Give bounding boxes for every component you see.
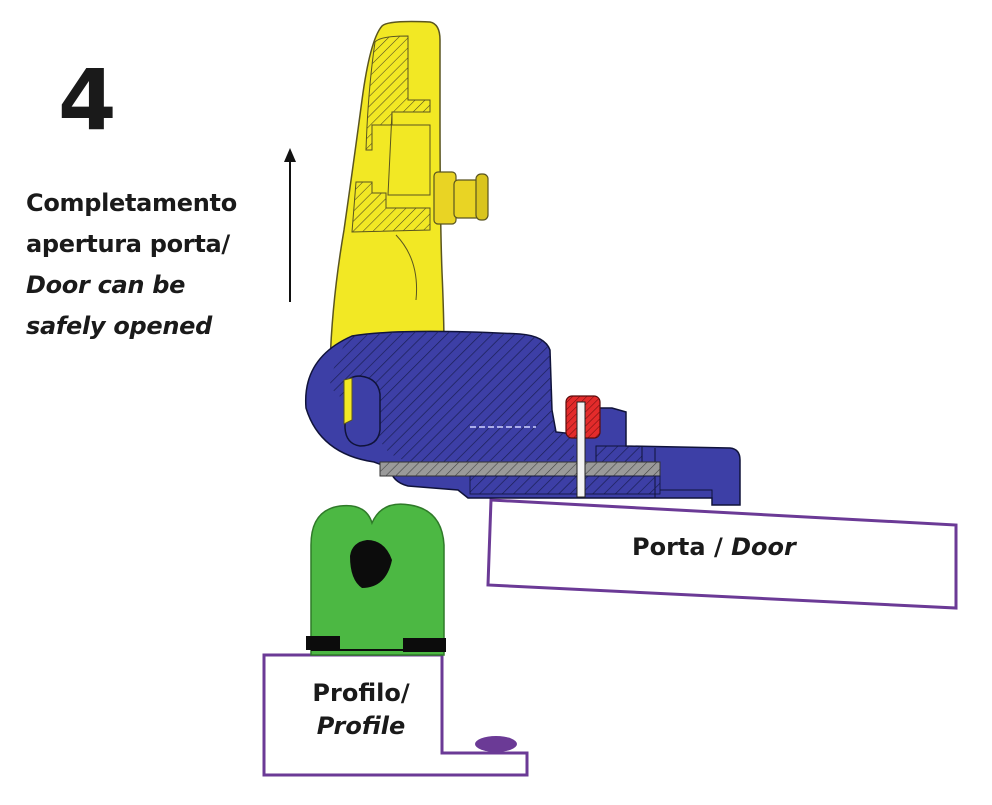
caption: Completamento apertura porta/ Door can b… [26,183,237,347]
caption-line-1: Completamento [26,189,237,217]
door-label-italian: Porta / [632,533,723,561]
caption-line-3: Door can be [26,271,186,299]
arrow-up-icon [284,148,296,302]
door-panel [486,498,958,610]
profile-label: Profilo/ Profile [300,677,422,743]
profile-screw [475,736,517,752]
latch-block [306,503,446,656]
caption-line-4: safely opened [26,312,213,340]
safety-pin [565,395,601,498]
spring-rod [379,461,661,495]
lever-handle [329,20,489,367]
profile-label-italian: Profilo/ [312,679,410,707]
door-label: Porta / Door [632,533,796,561]
caption-line-2: apertura porta/ [26,230,230,258]
profile-label-english: Profile [316,712,406,740]
step-number: 4 [58,51,116,149]
door-label-english: Door [731,533,796,561]
